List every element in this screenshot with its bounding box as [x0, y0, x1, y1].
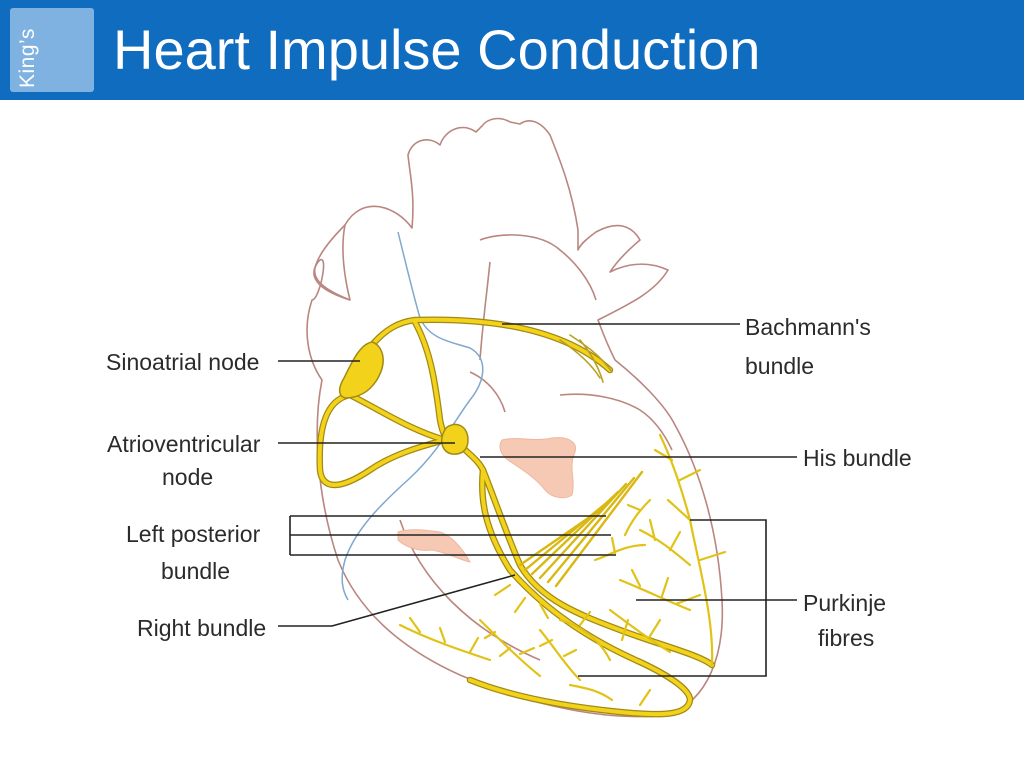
purkinje-i	[538, 628, 582, 682]
right-bundle-core	[468, 468, 692, 717]
fascicle-5	[546, 476, 636, 584]
title-bar: King’s Heart Impulse Conduction	[0, 0, 1024, 100]
label-left-posterior-line2: bundle	[161, 558, 230, 584]
tricuspid-valve	[499, 437, 577, 499]
label-his-bundle: His bundle	[803, 445, 912, 471]
purkinje-l	[568, 683, 652, 707]
heart-outline	[306, 117, 724, 718]
aorta-inner	[479, 234, 597, 301]
leader-right-bundle	[278, 574, 516, 627]
heart-body	[306, 117, 724, 718]
purkinje-j	[558, 610, 612, 662]
logo-text: King’s	[16, 28, 39, 88]
purkinje-network	[398, 433, 727, 707]
purkinje-h	[478, 618, 542, 678]
bachmann-branch-1	[559, 339, 601, 379]
svc-vessel	[314, 224, 351, 301]
purkinje-f	[623, 498, 652, 537]
purkinje-d	[608, 608, 672, 654]
purkinje-k	[493, 583, 550, 620]
fascicle-6	[554, 470, 644, 588]
label-av-node-line2: node	[162, 464, 213, 490]
leader-left-posterior	[289, 515, 616, 556]
sinoatrial-node-shape	[338, 341, 384, 399]
purkinje-g	[398, 616, 492, 662]
ventricle-line	[559, 393, 673, 451]
bachmann-branch-3	[579, 339, 604, 383]
sa-to-bachmann-core	[370, 317, 612, 372]
purkinje-outer	[658, 433, 714, 667]
fascicle-3	[530, 490, 620, 576]
atrium-line	[469, 371, 506, 413]
heart-conduction-diagram: Sinoatrial node Atrioventricular node Le…	[106, 117, 912, 718]
purkinje-e	[593, 536, 647, 562]
label-sinoatrial-node: Sinoatrial node	[106, 349, 259, 375]
slide-title: Heart Impulse Conduction	[113, 18, 761, 81]
purkinje-b	[638, 518, 692, 567]
label-purkinje-line1: Purkinje	[803, 590, 886, 616]
label-bachmann-line2: bundle	[745, 353, 814, 379]
leader-lines	[278, 323, 797, 677]
mitral-valve	[397, 529, 471, 563]
purkinje-a	[653, 448, 727, 562]
internodal-posterior-core	[317, 393, 447, 487]
fascicle-4	[538, 482, 628, 580]
internodal-middle-core	[348, 393, 447, 442]
av-node-shape	[440, 423, 469, 455]
kings-logo: King’s	[10, 8, 94, 92]
label-purkinje-line2: fibres	[818, 625, 874, 651]
label-left-posterior-line1: Left posterior	[126, 521, 261, 547]
pulmonary-inner	[479, 261, 491, 361]
label-av-node-line1: Atrioventricular	[107, 431, 261, 457]
leader-purkinje	[578, 519, 797, 677]
bachmann-branches	[559, 334, 613, 383]
bachmann-branch-2	[569, 334, 613, 373]
label-right-bundle: Right bundle	[137, 615, 266, 641]
purkinje-c	[618, 568, 702, 612]
label-bachmann-line1: Bachmann's	[745, 314, 871, 340]
